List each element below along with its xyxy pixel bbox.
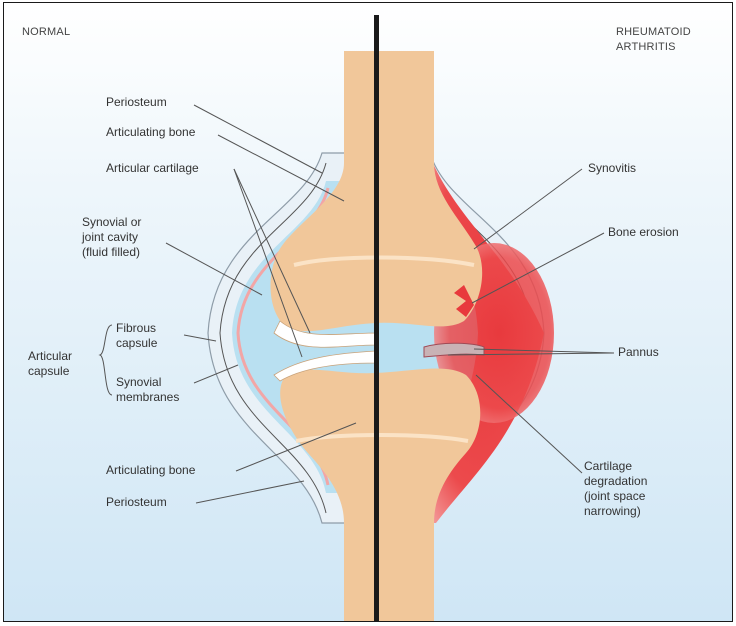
label-cartilage-degradation-1: Cartilage	[584, 459, 632, 474]
label-synovial-membranes-1: Synovial	[116, 375, 161, 390]
diagram-canvas: NORMAL RHEUMATOID ARTHRITIS Periosteum A…	[3, 2, 733, 622]
heading-rheumatoid: RHEUMATOID	[616, 25, 691, 40]
heading-normal: NORMAL	[22, 25, 70, 40]
label-bone-erosion: Bone erosion	[608, 225, 679, 240]
leader-periosteum-bottom	[196, 481, 304, 503]
comparison-divider	[374, 15, 379, 622]
label-articular-cartilage: Articular cartilage	[106, 161, 199, 176]
label-fibrous-2: capsule	[116, 336, 157, 351]
label-pannus: Pannus	[618, 345, 659, 360]
articular-capsule-brace	[100, 325, 112, 395]
label-periosteum-top: Periosteum	[106, 95, 167, 110]
label-articular-capsule-1: Articular	[28, 349, 72, 364]
label-cartilage-degradation-3: (joint space	[584, 489, 645, 504]
label-articulating-bone-top: Articulating bone	[106, 125, 195, 140]
label-synovial-cavity-1: Synovial or	[82, 215, 141, 230]
label-synovial-cavity-2: joint cavity	[82, 230, 138, 245]
label-synovial-cavity-3: (fluid filled)	[82, 245, 140, 260]
label-synovial-membranes-2: membranes	[116, 390, 179, 405]
leader-periosteum-top	[194, 105, 322, 173]
leader-synovitis	[474, 169, 582, 249]
label-cartilage-degradation-2: degradation	[584, 474, 647, 489]
label-fibrous-1: Fibrous	[116, 321, 156, 336]
heading-arthritis: ARTHRITIS	[616, 40, 676, 55]
label-periosteum-bottom: Periosteum	[106, 495, 167, 510]
label-cartilage-degradation-4: narrowing)	[584, 504, 641, 519]
label-synovitis: Synovitis	[588, 161, 636, 176]
label-articulating-bone-bottom: Articulating bone	[106, 463, 195, 478]
label-articular-capsule-2: capsule	[28, 364, 69, 379]
